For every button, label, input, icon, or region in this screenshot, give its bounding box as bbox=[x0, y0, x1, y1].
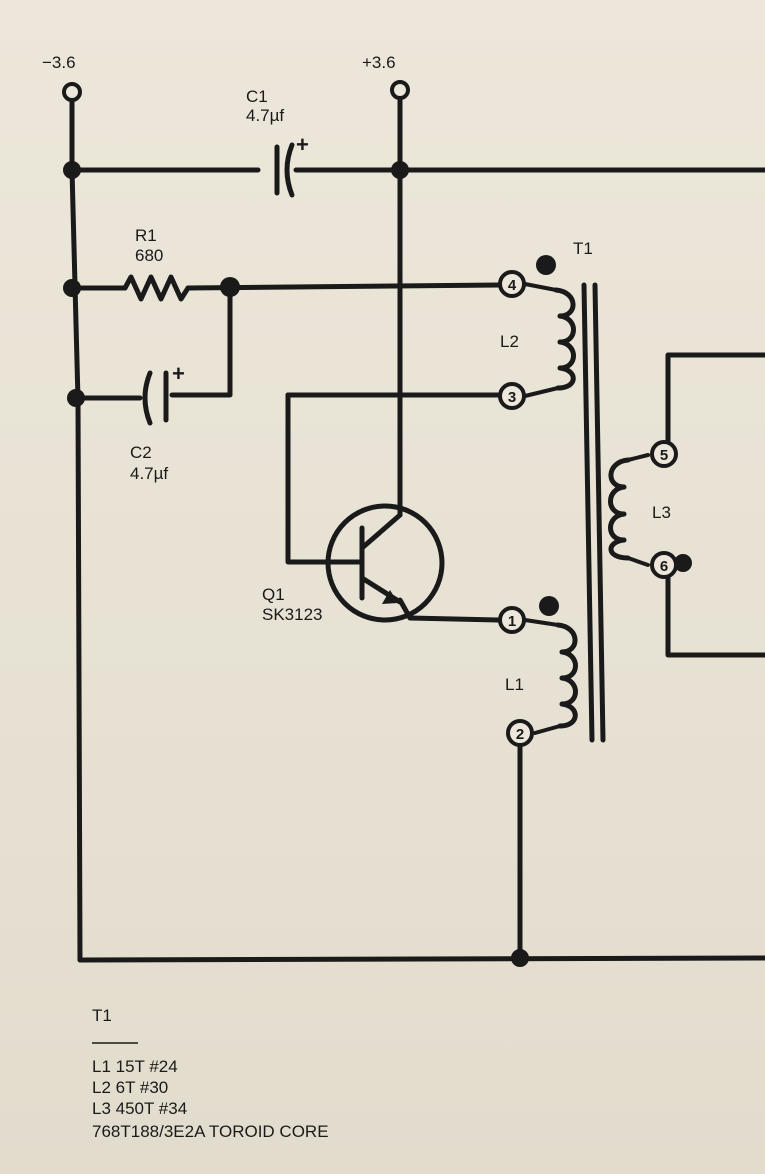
wire-pin1-coil bbox=[523, 618, 560, 627]
l1-coil bbox=[555, 622, 578, 729]
r1-value-label: 680 bbox=[135, 246, 163, 265]
junction-dot bbox=[67, 389, 85, 407]
wire-pin2-coil bbox=[533, 724, 562, 735]
pin-4-label: 4 bbox=[508, 277, 517, 294]
pin-1-label: 1 bbox=[508, 613, 516, 630]
pin-5 bbox=[650, 440, 678, 468]
pin-1 bbox=[498, 606, 526, 634]
capacitor-c1: + C1 4.7µf bbox=[246, 87, 309, 198]
terminal-neg bbox=[62, 82, 82, 102]
junction-dot bbox=[511, 949, 529, 967]
wire-pin6-out bbox=[665, 562, 765, 658]
junction-dot bbox=[220, 277, 240, 297]
wire-pin6-coil bbox=[626, 556, 650, 567]
terminals: −3.6 +3.6 bbox=[42, 53, 410, 102]
junction-dot bbox=[63, 161, 81, 179]
transformer-t1: T1 L2 L1 L3 4 3 1 2 5 6 bbox=[498, 239, 678, 747]
q1-collector bbox=[359, 512, 403, 551]
c2-value-label: 4.7µf bbox=[130, 464, 168, 483]
wire-pin5-coil bbox=[626, 453, 650, 462]
l2-coil bbox=[553, 287, 576, 391]
c2-plate-curved bbox=[142, 370, 153, 426]
junction-dot bbox=[63, 279, 81, 297]
wires bbox=[69, 95, 765, 963]
notes-line-l3: L3 450T #34 bbox=[92, 1099, 187, 1118]
notes-line-l1: L1 15T #24 bbox=[92, 1057, 178, 1076]
wire-pin5-out bbox=[665, 352, 765, 455]
c1-plate-curved bbox=[284, 142, 295, 198]
pin-6-label: 6 bbox=[660, 558, 668, 575]
l3-coil bbox=[608, 457, 631, 561]
wire-r1-to-c2 bbox=[169, 285, 233, 398]
l2-label: L2 bbox=[500, 332, 519, 351]
terminal-pos bbox=[390, 80, 410, 100]
c2-ref-label: C2 bbox=[130, 443, 152, 462]
t1-core-line-1 bbox=[581, 282, 595, 743]
r1-zigzag bbox=[122, 274, 191, 302]
junction-dot bbox=[391, 161, 409, 179]
c1-ref-label: C1 bbox=[246, 87, 268, 106]
pin-6 bbox=[650, 551, 678, 579]
wire-pin4-coil bbox=[523, 282, 558, 292]
junction-dots bbox=[63, 161, 692, 967]
wire-bottom-rail bbox=[77, 955, 765, 963]
winding-notes: T1 L1 15T #24 L2 6T #30 L3 450T #34 768T… bbox=[92, 1006, 329, 1141]
notes-line-l2: L2 6T #30 bbox=[92, 1078, 168, 1097]
notes-heading: T1 bbox=[92, 1006, 112, 1025]
c1-value-label: 4.7µf bbox=[246, 106, 284, 125]
phase-dot bbox=[674, 554, 692, 572]
l1-label: L1 bbox=[505, 675, 524, 694]
wire-pin3-coil bbox=[523, 386, 560, 398]
phase-dot bbox=[536, 255, 556, 275]
c1-plus-sign: + bbox=[296, 132, 309, 157]
resistor-r1: R1 680 bbox=[122, 226, 191, 302]
t1-core-line-2 bbox=[592, 282, 606, 743]
pin-4 bbox=[498, 270, 526, 298]
q1-value-label: SK3123 bbox=[262, 605, 323, 624]
terminal-pos-label: +3.6 bbox=[362, 53, 396, 72]
capacitor-c2: + C2 4.7µf bbox=[130, 361, 185, 483]
transistor-q1: Q1 SK3123 bbox=[262, 503, 445, 624]
q1-envelope bbox=[325, 503, 445, 623]
wire-emitter-pin1 bbox=[397, 597, 501, 623]
l3-label: L3 bbox=[652, 503, 671, 522]
pin-3-label: 3 bbox=[508, 389, 516, 406]
notes-line-core: 768T188/3E2A TOROID CORE bbox=[92, 1122, 329, 1141]
t1-ref-label: T1 bbox=[573, 239, 593, 258]
q1-ref-label: Q1 bbox=[262, 585, 285, 604]
wire-r1-right bbox=[185, 282, 503, 291]
pin-2 bbox=[506, 719, 534, 747]
c2-plus-sign: + bbox=[172, 361, 185, 386]
wire-left-rail bbox=[69, 97, 83, 963]
pin-3 bbox=[498, 382, 526, 410]
r1-ref-label: R1 bbox=[135, 226, 157, 245]
q1-emitter-arrow bbox=[382, 590, 398, 604]
terminal-neg-label: −3.6 bbox=[42, 53, 76, 72]
pin-5-label: 5 bbox=[660, 447, 668, 464]
pin-2-label: 2 bbox=[516, 726, 524, 743]
phase-dot bbox=[539, 596, 559, 616]
